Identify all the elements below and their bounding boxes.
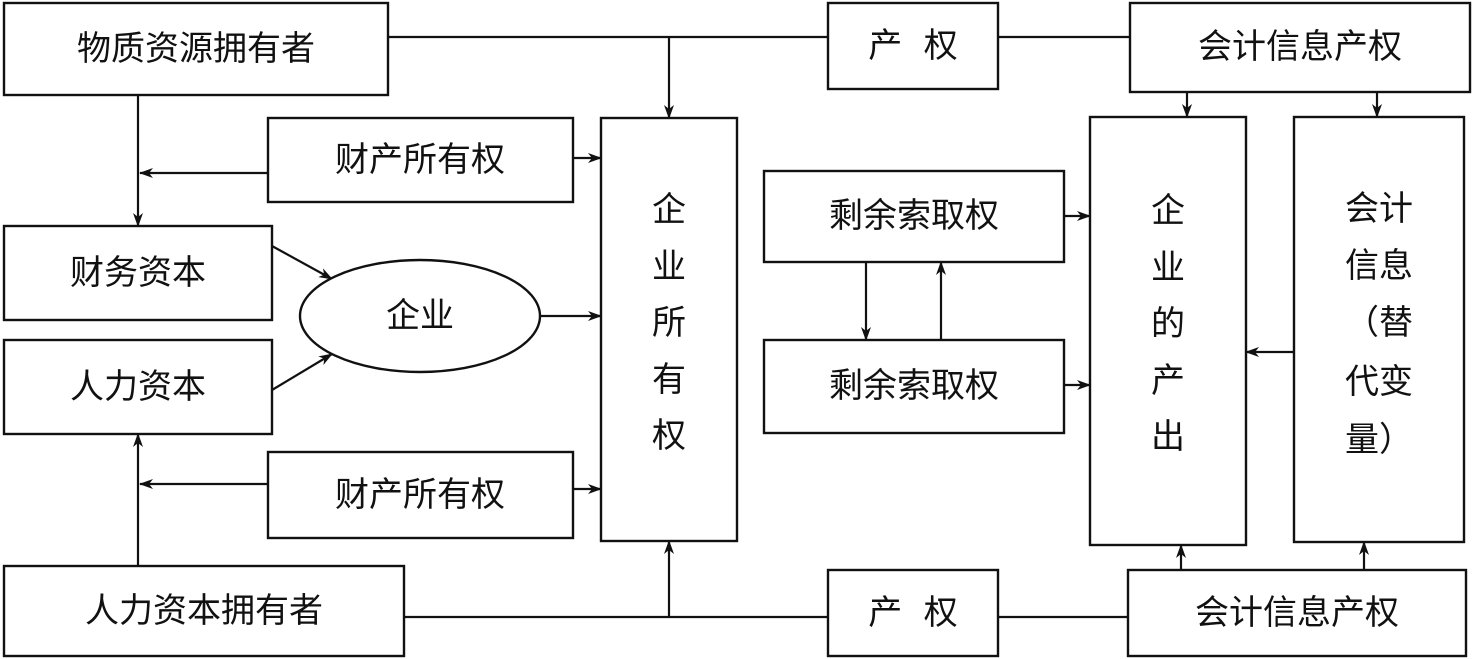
- node-enterprise: 企业: [298, 258, 542, 374]
- accounting-info-proxy-line-2: 信息: [1345, 246, 1413, 286]
- node-accounting-info-proxy: 会计 信息 （替 代变 量）: [1292, 115, 1466, 544]
- financial-capital-label: 财务资本: [70, 253, 206, 293]
- accounting-info-proxy-line-4: 代变: [1345, 362, 1413, 402]
- property-rights-bottom-label: 产 权: [868, 593, 958, 633]
- enterprise-output-char-5: 出: [1151, 417, 1185, 457]
- human-capital-box: [2, 338, 274, 436]
- accounting-info-rights-top-box: [1128, 1, 1472, 94]
- enterprise-output-char-3: 的: [1151, 304, 1185, 344]
- human-capital-label: 人力资本: [70, 367, 206, 407]
- accounting-info-proxy-line-1: 会计: [1345, 189, 1413, 229]
- node-human-capital-owner: 人力资本拥有者: [2, 564, 406, 658]
- enterprise-ownership-char-4: 有: [652, 360, 686, 400]
- property-ownership-bottom-box: [266, 450, 575, 540]
- node-residual-claim-top: 剩余索取权: [762, 169, 1066, 264]
- residual-claim-top-box: [762, 169, 1066, 264]
- human-capital-owner-label: 人力资本拥有者: [85, 591, 323, 631]
- enterprise-label: 企业: [386, 296, 454, 336]
- accounting-info-rights-top-label: 会计信息产权: [1198, 27, 1402, 67]
- arrow-human-capital-to-enterprise: [271, 353, 333, 391]
- accounting-info-proxy-line-5: 量）: [1345, 420, 1413, 460]
- property-rights-bottom-box: [826, 568, 1000, 658]
- node-residual-claim-bottom: 剩余索取权: [762, 338, 1066, 435]
- arrow-financial-capital-to-enterprise: [271, 245, 333, 280]
- node-enterprise-ownership: 企 业 所 有 权: [599, 116, 739, 543]
- node-property-ownership-top: 财产所有权: [266, 116, 575, 204]
- node-accounting-info-rights-top: 会计信息产权: [1128, 1, 1472, 94]
- node-financial-capital: 财务资本: [2, 224, 274, 322]
- human-capital-owner-box: [2, 564, 406, 658]
- node-enterprise-output: 企 业 的 产 出: [1088, 115, 1248, 547]
- residual-claim-bottom-label: 剩余索取权: [829, 366, 999, 406]
- node-property-ownership-bottom: 财产所有权: [266, 450, 575, 540]
- material-owner-label: 物质资源拥有者: [77, 29, 315, 69]
- residual-claim-top-label: 剩余索取权: [829, 196, 999, 236]
- accounting-info-rights-bottom-box: [1126, 568, 1468, 658]
- property-ownership-top-box: [266, 116, 575, 204]
- enterprise-ownership-char-5: 权: [652, 416, 686, 456]
- enterprise-ellipse: [298, 258, 542, 374]
- enterprise-output-char-1: 企: [1151, 191, 1185, 231]
- property-ownership-bottom-label: 财产所有权: [335, 475, 505, 515]
- node-accounting-info-rights-bottom: 会计信息产权: [1126, 568, 1468, 658]
- financial-capital-box: [2, 224, 274, 322]
- residual-claim-bottom-box: [762, 338, 1066, 435]
- enterprise-output-char-4: 产: [1151, 361, 1185, 401]
- accounting-info-proxy-box: [1292, 115, 1466, 544]
- enterprise-output-char-2: 业: [1151, 248, 1185, 288]
- enterprise-output-box: [1088, 115, 1248, 547]
- property-rights-top-box: [826, 1, 1000, 91]
- enterprise-ownership-box: [599, 116, 739, 543]
- property-ownership-top-label: 财产所有权: [335, 140, 505, 180]
- node-human-capital: 人力资本: [2, 338, 274, 436]
- enterprise-ownership-char-2: 业: [652, 247, 686, 287]
- node-property-rights-bottom: 产 权: [826, 568, 1000, 658]
- arrows: [133, 37, 1382, 617]
- connector-lines: [388, 35, 1130, 619]
- accounting-info-proxy-line-3: （替: [1345, 303, 1413, 343]
- enterprise-ownership-char-1: 企: [652, 190, 686, 230]
- node-property-rights-top: 产 权: [826, 1, 1000, 91]
- node-material-owner: 物质资源拥有者: [2, 1, 390, 97]
- property-rights-top-label: 产 权: [868, 26, 958, 66]
- material-owner-box: [2, 1, 390, 97]
- enterprise-ownership-char-3: 所: [652, 303, 686, 343]
- accounting-info-rights-bottom-label: 会计信息产权: [1195, 593, 1399, 633]
